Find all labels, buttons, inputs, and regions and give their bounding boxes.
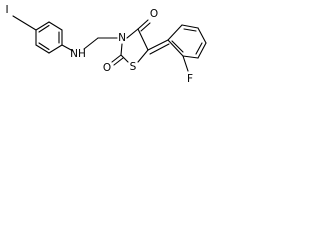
bond <box>195 42 203 55</box>
bond <box>35 44 50 54</box>
atom-label-ring-n: N <box>118 32 126 44</box>
fluorophenyl-ring <box>167 24 207 59</box>
bond <box>38 42 50 51</box>
bond <box>137 28 149 51</box>
atom-label-oxo-top: O <box>150 8 158 20</box>
bond <box>149 43 170 55</box>
bond <box>181 24 199 29</box>
bond <box>35 21 50 31</box>
bond <box>197 42 207 59</box>
atom-label-iodine: I <box>5 4 8 16</box>
bond <box>38 24 50 33</box>
bond <box>48 21 63 31</box>
bond <box>182 55 199 59</box>
bond <box>182 55 189 72</box>
bond <box>120 43 123 56</box>
bond <box>140 22 151 32</box>
bond <box>167 39 184 57</box>
atom-label-ring-s: S <box>130 61 137 73</box>
atom-label-oxo-bottom: O <box>103 62 111 74</box>
bond <box>171 40 184 53</box>
bond <box>183 28 197 32</box>
bond <box>167 24 183 41</box>
bond <box>120 54 129 63</box>
atom-label-amine-nh: NH <box>70 48 86 60</box>
iodophenyl-ring <box>35 21 63 54</box>
thiazolidine-ring <box>120 28 149 63</box>
bond <box>83 37 99 50</box>
atom-label-fluorine: F <box>187 73 193 85</box>
bond <box>137 49 149 63</box>
bond <box>197 27 207 44</box>
bond <box>48 44 63 54</box>
bond <box>147 39 169 51</box>
molecule-structure: I NH N S O O F <box>5 4 207 85</box>
bond <box>12 15 37 31</box>
bond <box>61 44 74 52</box>
bond <box>111 54 122 63</box>
bond <box>113 57 124 66</box>
bond <box>137 19 149 30</box>
bond <box>126 28 139 39</box>
